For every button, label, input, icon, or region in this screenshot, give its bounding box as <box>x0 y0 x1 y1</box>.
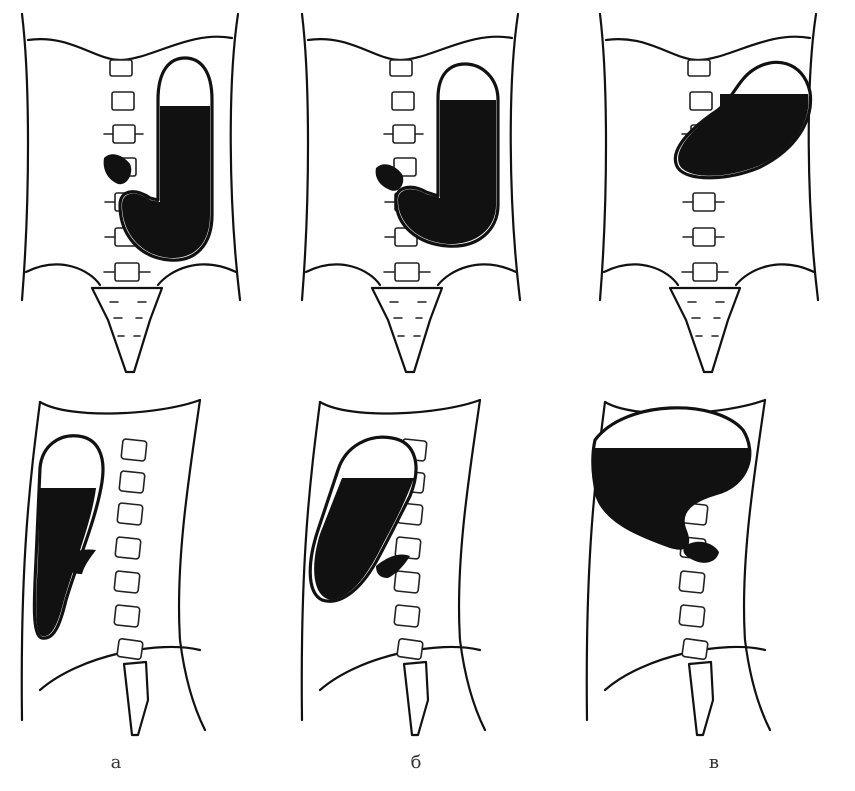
caption-a: а <box>96 752 136 773</box>
caption-c: в <box>694 752 734 773</box>
frontal-diagram-b <box>302 14 520 372</box>
frontal-diagram-a <box>22 14 240 372</box>
stomach-lateral-c <box>593 408 751 563</box>
lateral-diagram-b <box>302 400 485 735</box>
lateral-diagram-c <box>587 400 770 735</box>
caption-b: б <box>396 752 436 773</box>
stomach-frontal-c <box>675 62 810 177</box>
frontal-diagram-c <box>600 14 818 372</box>
lateral-diagram-a <box>22 400 205 735</box>
stomach-lateral-a <box>34 436 103 638</box>
